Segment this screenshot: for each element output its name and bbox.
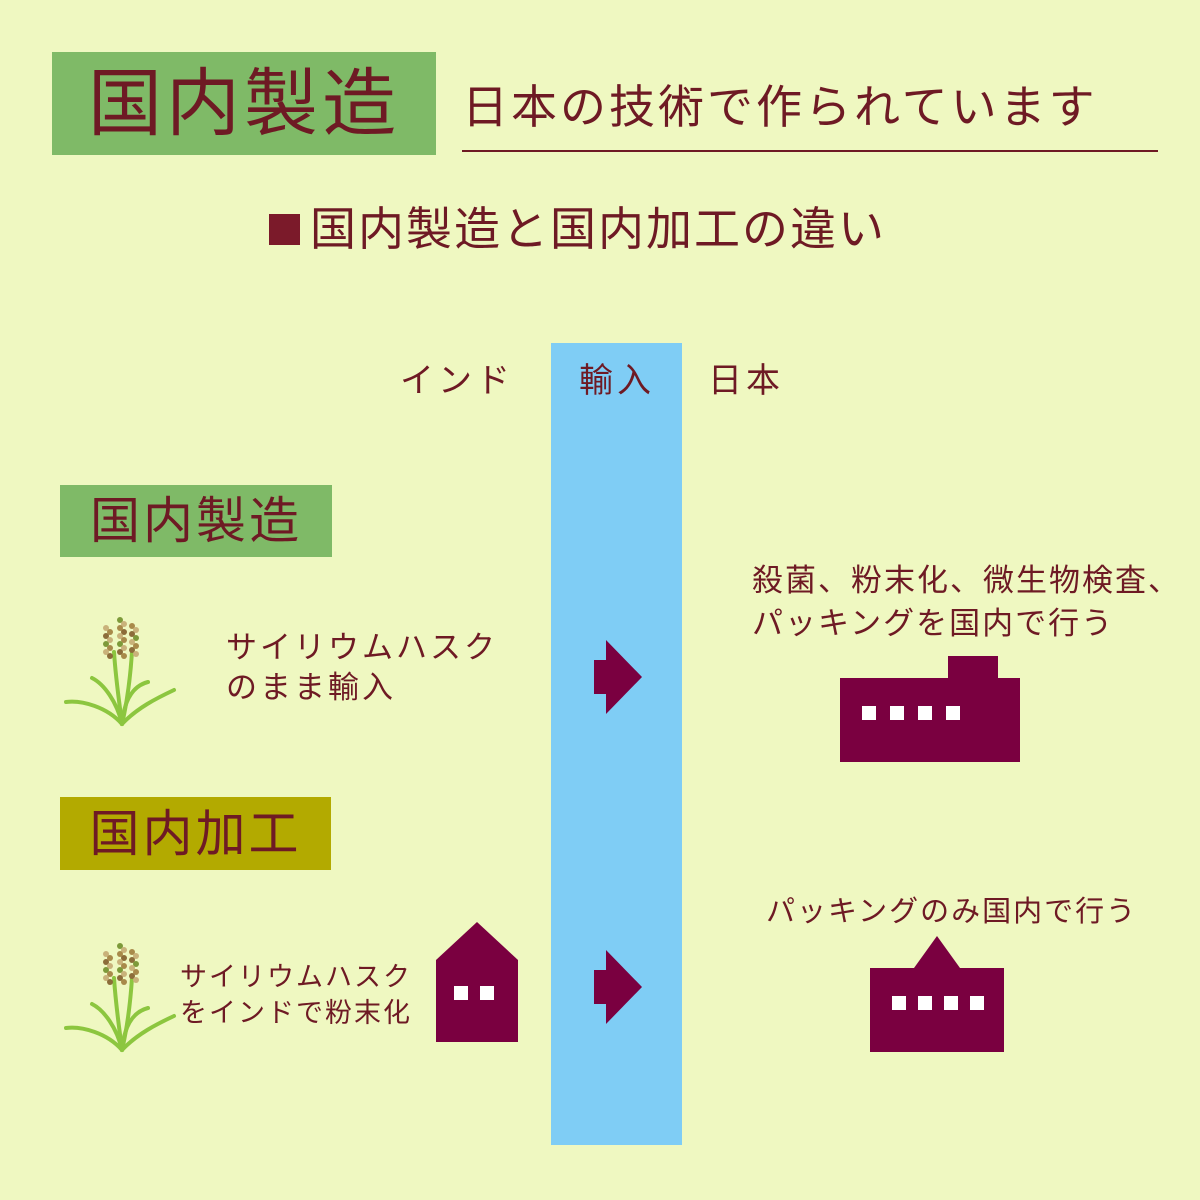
section-heading: 国内製造と国内加工の違い <box>310 202 886 256</box>
column-label-japan: 日本 <box>708 361 784 401</box>
building-icon <box>436 922 518 1042</box>
column-label-import: 輸入 <box>579 361 655 401</box>
japan-description-processing-line1: パッキングのみ国内で行う <box>766 894 1138 928</box>
factory-icon <box>870 936 1004 1052</box>
arrow-right-icon <box>594 640 642 714</box>
japan-description-manufacturing-line2: パッキングを国内で行う <box>752 606 1115 642</box>
psyllium-plant-icon <box>64 617 176 726</box>
page-subtitle: 日本の技術で作られています <box>462 80 1098 134</box>
page-title: 国内製造 <box>88 60 400 147</box>
label-domestic-manufacturing: 国内製造 <box>60 485 332 557</box>
subtitle-underline <box>462 150 1158 152</box>
india-description-processing: サイリウムハスク をインドで粉末化 <box>180 960 412 1032</box>
india-description-manufacturing-line2: のまま輸入 <box>226 670 396 706</box>
arrow-right-icon <box>594 950 642 1024</box>
label-domestic-processing: 国内加工 <box>60 797 331 870</box>
factory-icon <box>840 656 1020 762</box>
india-description-manufacturing: サイリウムハスク のまま輸入 <box>226 628 498 708</box>
label-domestic-manufacturing-text: 国内製造 <box>90 492 302 550</box>
india-description-processing-line1: サイリウムハスク <box>180 962 412 993</box>
india-description-processing-line2: をインドで粉末化 <box>180 998 412 1029</box>
label-domestic-processing-text: 国内加工 <box>89 804 302 863</box>
title-banner: 国内製造 <box>52 52 436 155</box>
india-description-manufacturing-line1: サイリウムハスク <box>226 630 498 666</box>
heading-square-bullet <box>269 214 300 245</box>
psyllium-plant-icon <box>64 943 176 1052</box>
japan-description-manufacturing: 殺菌、粉末化、微生物検査、 パッキングを国内で行う <box>752 560 1181 646</box>
japan-description-processing: パッキングのみ国内で行う <box>766 890 1137 933</box>
japan-description-manufacturing-line1: 殺菌、粉末化、微生物検査、 <box>752 563 1181 599</box>
column-label-india: インド <box>400 361 514 401</box>
import-band <box>551 343 682 1145</box>
